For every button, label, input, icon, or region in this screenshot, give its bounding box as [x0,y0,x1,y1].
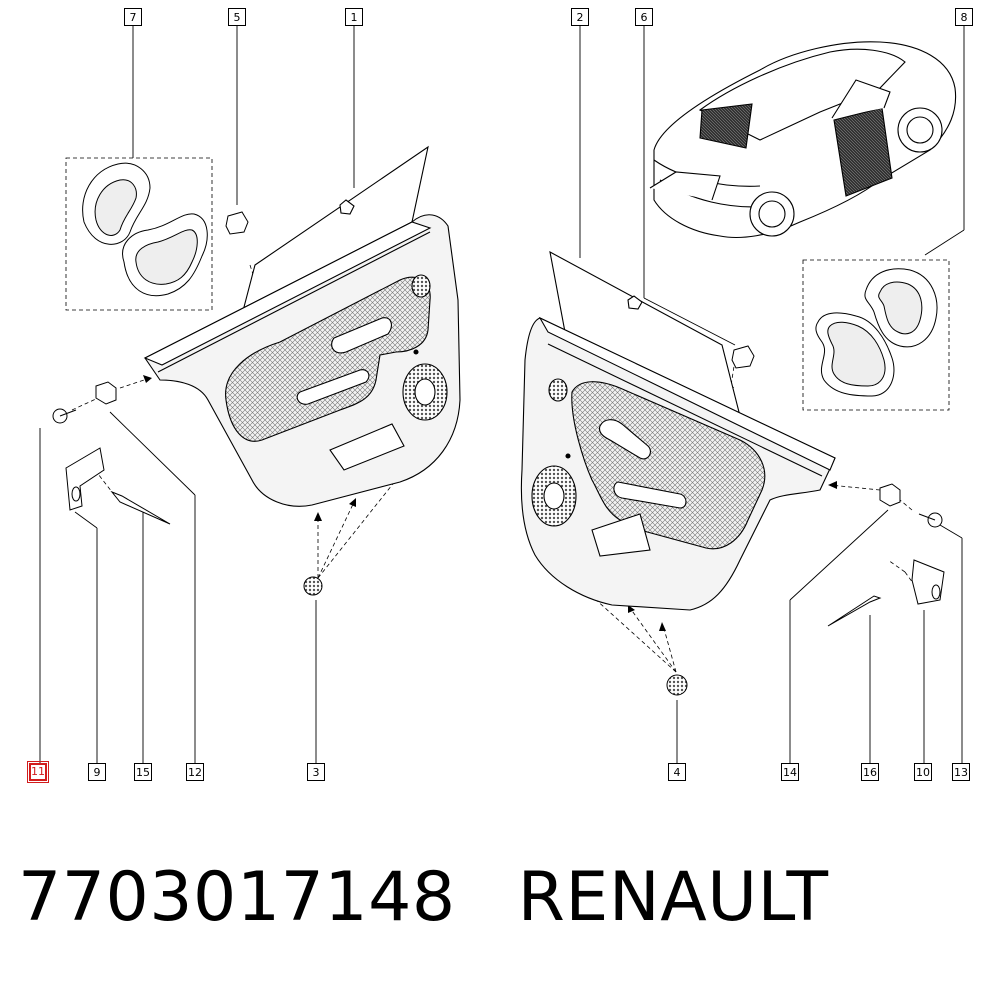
callout-11[interactable]: 11 [27,761,49,783]
callout-1[interactable]: 1 [345,8,363,26]
part-caption: 7703017148 RENAULT [18,858,829,948]
callout-12[interactable]: 12 [186,763,204,781]
callout-2[interactable]: 2 [571,8,589,26]
part-number: 7703017148 [18,858,456,937]
callout-6[interactable]: 6 [635,8,653,26]
callout-3[interactable]: 3 [307,763,325,781]
callout-14[interactable]: 14 [781,763,799,781]
callout-8[interactable]: 8 [955,8,973,26]
callout-4[interactable]: 4 [668,763,686,781]
callout-16[interactable]: 16 [861,763,879,781]
callout-7[interactable]: 7 [124,8,142,26]
brand-name: RENAULT [517,858,829,937]
callout-10[interactable]: 10 [914,763,932,781]
callout-13[interactable]: 13 [952,763,970,781]
callout-9[interactable]: 9 [88,763,106,781]
callout-5[interactable]: 5 [228,8,246,26]
callout-15[interactable]: 15 [134,763,152,781]
